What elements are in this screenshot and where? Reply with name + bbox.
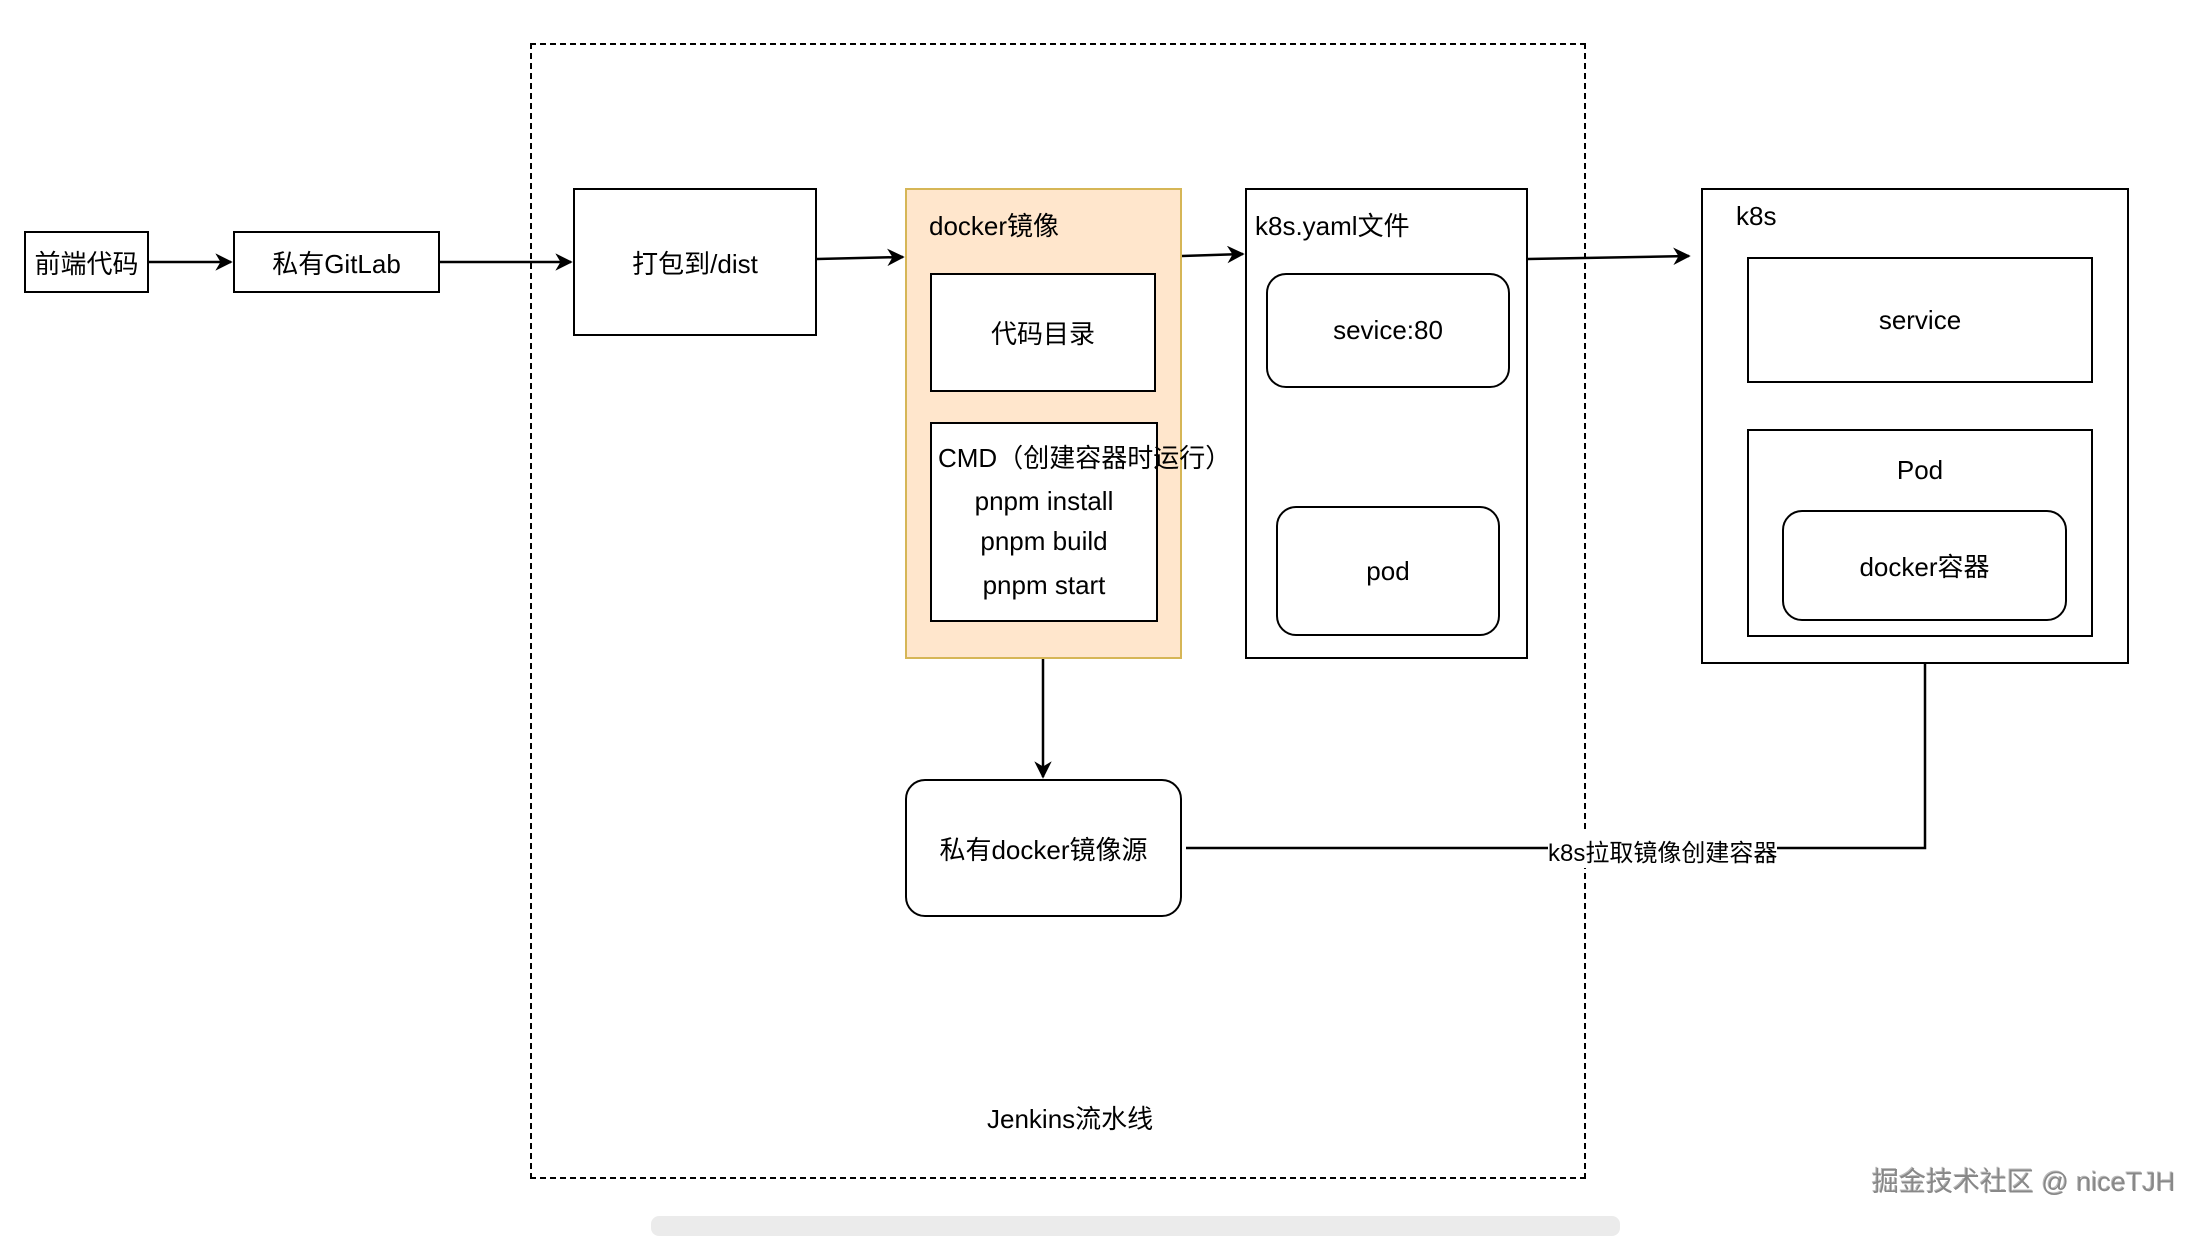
build-dist-node[interactable]: 打包到/dist (573, 188, 817, 336)
cmd-title: CMD（创建容器时运行） (938, 443, 1232, 473)
k8s-pod-label: Pod (1896, 455, 1944, 485)
cmd-line-build: pnpm build (980, 526, 1108, 556)
jenkins-group-label: Jenkins流水线 (987, 1104, 1154, 1134)
watermark: 掘金技术社区 @ niceTJH (1872, 1167, 2176, 1197)
edge-build-to-docker-image (816, 248, 905, 267)
k8s-service-node[interactable]: service (1747, 257, 2093, 383)
k8s-cluster-title: k8s (1736, 201, 1777, 231)
docker-container-node[interactable]: docker容器 (1782, 510, 2067, 621)
pull-image-edge-label: k8s拉取镜像创建容器 (1548, 833, 1778, 868)
edge-registry-to-container (1186, 621, 1934, 850)
docker-image-title: docker镜像 (929, 211, 1060, 241)
yaml-pod-label: pod (1366, 555, 1410, 586)
k8s-service-label: service (1878, 304, 1962, 335)
bottom-scrollbar[interactable] (651, 1216, 1620, 1236)
cmd-line-install: pnpm install (974, 486, 1114, 516)
yaml-service-node[interactable]: sevice:80 (1266, 273, 1510, 388)
jenkins-pipeline-group (530, 43, 1586, 1179)
edge-k8s-yaml-to-k8s (1527, 247, 1691, 266)
docker-container-label: docker容器 (1859, 552, 1990, 582)
docker-registry-node[interactable]: 私有docker镜像源 (905, 779, 1182, 917)
gitlab-node[interactable]: 私有GitLab (233, 231, 440, 293)
edge-docker-image-to-k8s-yaml (1181, 245, 1245, 264)
k8s-yaml-title: k8s.yaml文件 (1255, 211, 1410, 241)
yaml-service-label: sevice:80 (1333, 315, 1443, 345)
cmd-line-start: pnpm start (982, 570, 1106, 600)
frontend-code-node[interactable]: 前端代码 (24, 231, 149, 293)
gitlab-label: 私有GitLab (272, 248, 401, 279)
build-dist-label: 打包到/dist (632, 248, 758, 279)
docker-registry-label: 私有docker镜像源 (939, 834, 1148, 865)
frontend-code-label: 前端代码 (34, 248, 139, 279)
code-dir-node[interactable]: 代码目录 (930, 273, 1156, 392)
yaml-pod-node[interactable]: pod (1276, 506, 1500, 636)
code-dir-label: 代码目录 (990, 319, 1095, 349)
cmd-node[interactable]: CMD（创建容器时运行） pnpm install pnpm build pnp… (930, 422, 1231, 622)
